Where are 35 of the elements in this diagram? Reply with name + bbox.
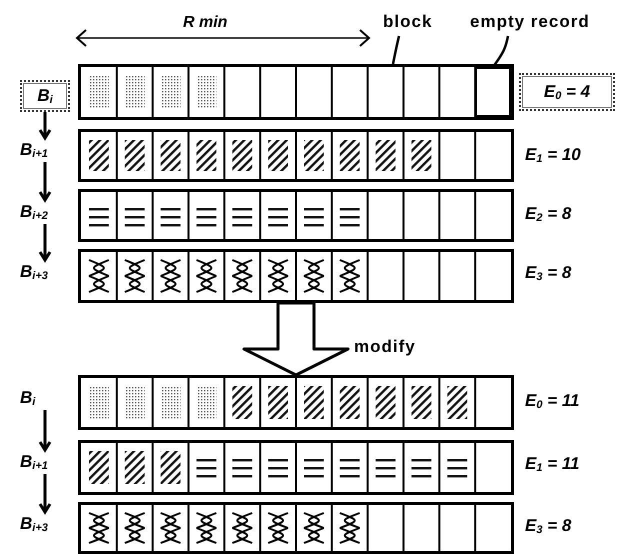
block-name: B$_{i+2}$ [20, 200, 70, 224]
count-label: E$_{2}$ = 8 [525, 202, 617, 226]
block-row [78, 64, 514, 120]
arrow [38, 162, 52, 202]
block-row [78, 440, 514, 495]
edge-label: modify [352, 337, 418, 357]
empty-record-cell [475, 67, 511, 117]
callout-label: empty record [470, 10, 620, 34]
count-label: E$_{1}$ = 11 [525, 452, 617, 476]
block-arrow [242, 302, 350, 376]
arrow [38, 112, 52, 140]
arrow [38, 474, 52, 514]
label-frame [20, 80, 70, 112]
arrow [38, 410, 52, 452]
count-label: E$_{3}$ = 8 [525, 261, 617, 285]
dimension-label: R min [183, 15, 228, 31]
block-name: B$_{i+3}$ [20, 512, 70, 536]
block-row [78, 189, 514, 242]
count-label: E$_{0}$ = 11 [525, 389, 617, 413]
block-name: B$_{i+1}$ [20, 450, 70, 474]
arrow [38, 224, 52, 262]
block-row [78, 129, 514, 182]
label-frame [519, 73, 615, 111]
count-label: E$_{0}$ = 4 [544, 82, 590, 102]
block-name: B$_{i+1}$ [20, 138, 70, 162]
block-name: B$_{i}$ [20, 386, 70, 410]
leader-line [392, 36, 400, 64]
block-row [78, 502, 514, 554]
block-row [78, 375, 514, 430]
block-row [78, 249, 514, 303]
count-label: E$_{3}$ = 8 [525, 514, 617, 538]
count-label: E$_{1}$ = 10 [525, 143, 617, 167]
callout-label: block [383, 10, 449, 34]
block-name: B$_{i}$ [37, 86, 53, 106]
block-name: B$_{i+3}$ [20, 260, 70, 284]
